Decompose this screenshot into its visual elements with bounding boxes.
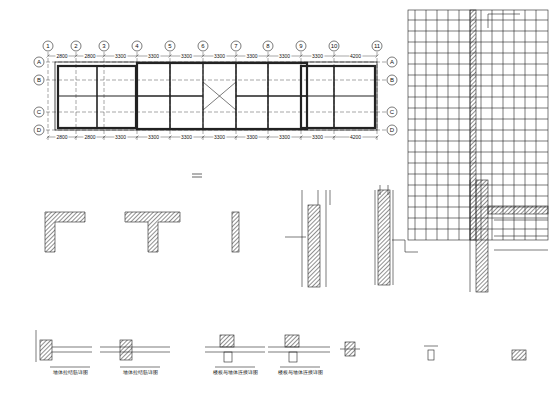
dimension: 3300 xyxy=(147,54,160,59)
axis-label: 9 xyxy=(298,43,303,49)
dimension: 4200 xyxy=(349,135,362,140)
axis-label: D xyxy=(389,127,395,133)
axis-label: D xyxy=(36,127,42,133)
dimension: 2800 xyxy=(55,135,68,140)
wall-details xyxy=(45,180,548,292)
dimension: 3300 xyxy=(114,54,127,59)
dimension: 2800 xyxy=(83,54,96,59)
dimension: 2800 xyxy=(83,135,96,140)
axis-label: B xyxy=(389,77,395,83)
axis-label: 5 xyxy=(167,43,172,49)
axis-label: A xyxy=(36,59,42,65)
connection-details xyxy=(36,330,526,367)
dimension: 3300 xyxy=(180,135,193,140)
dimension: 3300 xyxy=(311,135,324,140)
equal-mark xyxy=(192,174,202,177)
dimension: 3300 xyxy=(245,135,258,140)
axis-label: 7 xyxy=(233,43,238,49)
axis-label: 1 xyxy=(45,43,50,49)
axis-label: B xyxy=(36,77,42,83)
dimension: 3300 xyxy=(213,54,226,59)
dimension: 3300 xyxy=(213,135,226,140)
dimension: 2800 xyxy=(55,54,68,59)
axis-label: C xyxy=(389,109,395,115)
dimension: 3300 xyxy=(278,135,291,140)
dimension: 3300 xyxy=(180,54,193,59)
axis-label: 11 xyxy=(373,43,381,49)
floor-plan xyxy=(34,41,397,140)
axis-label: 8 xyxy=(265,43,270,49)
dimension: 3300 xyxy=(245,54,258,59)
axis-label: 6 xyxy=(200,43,205,49)
detail-caption: 楼板与墙体连接详图 xyxy=(212,370,259,375)
axis-label: 3 xyxy=(101,43,106,49)
axis-label: 2 xyxy=(73,43,78,49)
axis-label: A xyxy=(389,59,395,65)
axis-label: 10 xyxy=(330,43,339,49)
dimension: 3300 xyxy=(147,135,160,140)
detail-caption: 墙体拉结筋详图 xyxy=(122,370,159,375)
detail-caption: 墙体拉结筋详图 xyxy=(52,370,89,375)
axis-label: 4 xyxy=(134,43,139,49)
detail-caption: 楼板与墙体连接详图 xyxy=(277,370,324,375)
axis-label: C xyxy=(36,109,42,115)
dimension: 4200 xyxy=(349,54,362,59)
dimension: 3300 xyxy=(311,54,324,59)
dimension: 3300 xyxy=(114,135,127,140)
dimension: 3300 xyxy=(278,54,291,59)
